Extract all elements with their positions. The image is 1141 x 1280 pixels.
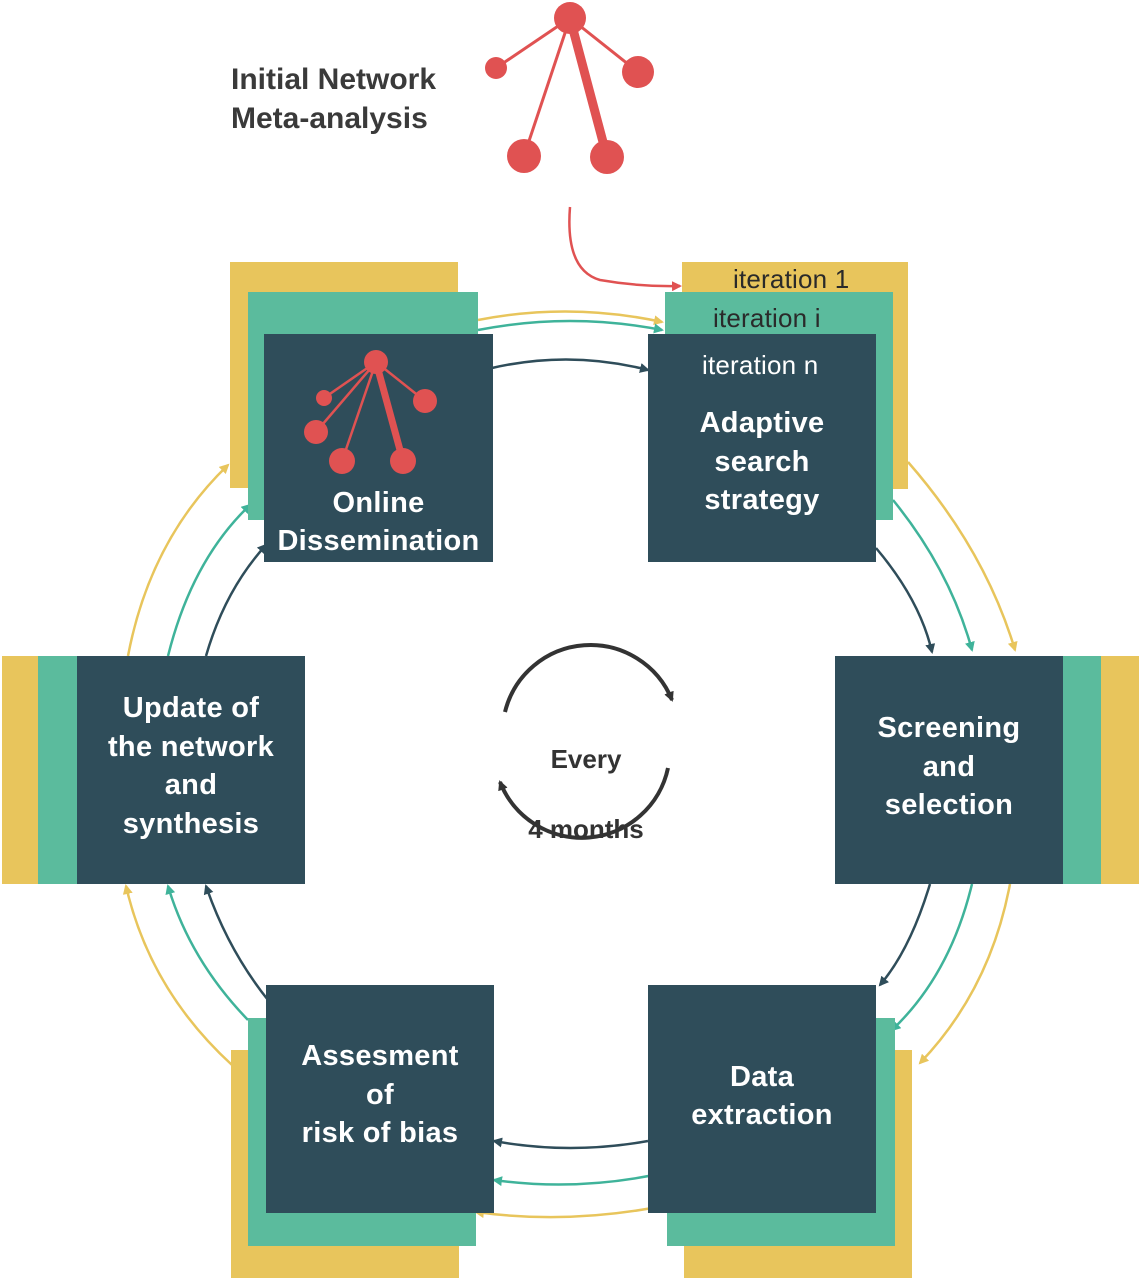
arrow-bias-to-update-yellow (122, 884, 233, 1066)
arrow-bias-to-update-navy (203, 884, 269, 1001)
arrow-screening-to-extraction-teal (890, 883, 974, 1032)
arrow-bias-to-update-teal (165, 884, 249, 1021)
diagram-title: Initial Network Meta-analysis (231, 60, 436, 138)
arrow-update-to-online-teal (166, 503, 252, 657)
title-line-1: Initial Network (231, 63, 437, 96)
arrow-initial-to-iteration (568, 206, 682, 292)
arrow-extraction-to-bias-yellow (474, 1203, 669, 1219)
arrow-extraction-to-bias-navy (492, 1137, 649, 1150)
arrow-online-to-search-yellow (477, 310, 664, 326)
arrow-search-to-screening-teal (892, 499, 975, 652)
iteration-n-label: iteration n (702, 350, 819, 380)
center-line-2: 4 months (528, 814, 644, 844)
bias-navy-layer (266, 985, 494, 1213)
arrow-update-to-online-navy (204, 543, 268, 657)
step-data-extraction: Data extraction (691, 1060, 833, 1132)
cycle-frequency-label: Every 4 months (500, 707, 672, 882)
step-risk-of-bias: Assesment of risk of bias (301, 1040, 459, 1150)
arrow-search-to-screening-navy (875, 547, 936, 654)
step-screening: Screening and selection (877, 712, 1021, 822)
screening-navy-layer (835, 656, 1063, 884)
cycle-arrow-bottom (498, 767, 670, 840)
update-navy-layer (77, 656, 305, 884)
arrow-online-to-search-teal (477, 319, 664, 334)
title-line-2: Meta-analysis (231, 102, 428, 135)
arrow-update-to-online-yellow (126, 463, 230, 657)
arrow-screening-to-extraction-navy (878, 883, 932, 987)
iteration-i-label: iteration i (713, 303, 821, 333)
step-online-dissemination: Online Dissemination (277, 486, 480, 558)
arrow-online-to-search-navy (491, 358, 650, 373)
cycle-arrow-top (503, 643, 674, 713)
iteration-1-label: iteration 1 (733, 264, 850, 294)
arrow-search-to-screening-yellow (907, 461, 1018, 652)
search-navy-layer (648, 334, 876, 562)
step-adaptive-search: Adaptive search strategy (699, 407, 825, 517)
arrow-extraction-to-bias-teal (492, 1170, 669, 1187)
step-update-network: Update of the network and synthesis (107, 692, 275, 840)
center-line-1: Every (550, 744, 622, 774)
arrow-screening-to-extraction-yellow (918, 883, 1012, 1065)
extraction-navy-overlay (667, 1018, 876, 1213)
